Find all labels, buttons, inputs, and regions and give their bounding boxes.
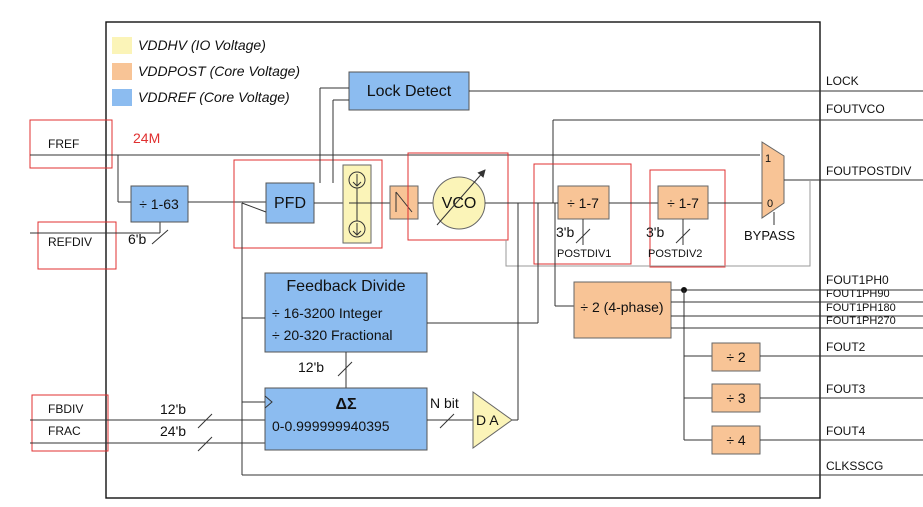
- postdiv1-bus-slash: [575, 228, 591, 244]
- legend-post-label: VDDPOST (Core Voltage): [138, 63, 300, 79]
- legend: VDDHV (IO Voltage) VDDPOST (Core Voltage…: [112, 37, 300, 106]
- cp-source-up-arrowhead: [352, 181, 362, 187]
- refdiv-highlight: [37, 221, 117, 270]
- postdiv2-bus-slash: [675, 228, 691, 244]
- output-fout1ph270-label: FOUT1PH270: [826, 315, 896, 327]
- output-labels: LOCK FOUTVCO FOUTPOSTDIV FOUT1PH0 FOUT1P…: [826, 74, 911, 473]
- fbdiv-bus-slash: [197, 413, 213, 429]
- refdiv-block-label: ÷ 1-63: [139, 196, 179, 212]
- output-fout3-label: FOUT3: [826, 382, 866, 396]
- postdiv1-highlight: [533, 163, 632, 265]
- refdiv-block: [130, 185, 189, 223]
- da-converter: [472, 391, 513, 449]
- postdiv2-name: POSTDIV2: [648, 248, 702, 260]
- legend-io-swatch: [112, 37, 132, 54]
- refdiv-label: REFDIV: [48, 235, 92, 249]
- feedback-divide-title: Feedback Divide: [286, 278, 405, 295]
- frac-bits: 24'b: [160, 423, 186, 439]
- feedback-divide-fractional: ÷ 20-320 Fractional: [272, 327, 393, 343]
- lock-detect-label: Lock Detect: [367, 83, 452, 100]
- fref-highlight: [29, 119, 113, 169]
- delta-sigma-block: [264, 387, 428, 451]
- output-fout4-label: FOUT4: [826, 424, 866, 438]
- output-clksscg-label: CLKSSCG: [826, 459, 883, 473]
- feedback-divide-block: [264, 272, 428, 353]
- refdiv-bits: 6'b: [128, 231, 146, 247]
- mux-input-0-label: 0: [767, 198, 773, 210]
- div4-block: [711, 425, 761, 455]
- mux-input-1-label: 1: [765, 153, 771, 165]
- pll-frame: [105, 21, 821, 499]
- legend-io-label: VDDHV (IO Voltage): [138, 37, 266, 53]
- postdiv2-highlight: [649, 169, 726, 268]
- da-label: D A: [476, 412, 499, 428]
- legend-ref-swatch: [112, 89, 132, 106]
- fref-label: FREF: [48, 137, 79, 151]
- fb-bus-slash: [337, 361, 353, 377]
- postdiv2-label: ÷ 1-7: [667, 195, 699, 211]
- fb-to-pfd-wire-in: [241, 202, 267, 213]
- ds-clock-indicator: [264, 395, 273, 409]
- vco-tune-arrow-icon: [436, 169, 486, 226]
- ds-bus-slash: [439, 413, 455, 429]
- div-4phase-block: [573, 281, 672, 339]
- output-foutvco-label: FOUTVCO: [826, 102, 885, 116]
- legend-ref-label: VDDREF (Core Voltage): [138, 89, 290, 105]
- pfd-cp-highlight: [233, 159, 383, 249]
- div4-label: ÷ 4: [726, 432, 746, 448]
- div-4phase-label: ÷ 2 (4-phase): [580, 299, 663, 315]
- bypass-mux: [761, 141, 785, 219]
- vco-label: VCO: [442, 195, 477, 212]
- output-fout1ph180-label: FOUT1PH180: [826, 302, 896, 314]
- refdiv-bus-slash: [151, 229, 169, 245]
- fb-bits: 12'b: [298, 359, 324, 375]
- fbdiv-bits: 12'b: [160, 401, 186, 417]
- div3-block: [711, 383, 761, 413]
- postdiv1-bits: 3'b: [556, 224, 574, 240]
- postdiv2-bits: 3'b: [646, 224, 664, 240]
- fref-frequency: 24M: [133, 130, 160, 146]
- legend-post-swatch: [112, 63, 132, 80]
- lock-detect-block: [348, 71, 470, 111]
- bypass-label: BYPASS: [744, 228, 795, 243]
- div2-label: ÷ 2: [726, 349, 746, 365]
- frac-label: FRAC: [48, 424, 81, 438]
- div2-block: [711, 342, 761, 372]
- fbdiv-label: FBDIV: [48, 402, 83, 416]
- div3-label: ÷ 3: [726, 390, 746, 406]
- cp-source-down-arrowhead: [352, 230, 362, 236]
- output-fout2-label: FOUT2: [826, 340, 866, 354]
- loop-filter-line-d: [395, 191, 413, 213]
- output-fout1ph90-label: FOUT1PH90: [826, 288, 890, 300]
- pfd-block: [265, 182, 315, 224]
- postdiv1-label: ÷ 1-7: [567, 195, 599, 211]
- output-lock-label: LOCK: [826, 74, 859, 88]
- pfd-label: PFD: [274, 195, 306, 212]
- ds-range: 0-0.999999940395: [272, 418, 390, 434]
- ds-title: ΔΣ: [335, 396, 357, 413]
- postdiv2-block: [657, 185, 709, 220]
- fbdiv-frac-highlight: [31, 394, 109, 452]
- frac-bus-slash: [197, 436, 213, 452]
- feedback-divide-integer: ÷ 16-3200 Integer: [272, 305, 383, 321]
- output-foutpostdiv-label: FOUTPOSTDIV: [826, 164, 911, 178]
- postdiv1-name: POSTDIV1: [557, 248, 611, 260]
- postdiv-region-outline: [505, 180, 811, 267]
- vco-highlight: [407, 152, 509, 241]
- output-fout1ph0-label: FOUT1PH0: [826, 273, 889, 287]
- n-bit-label: N bit: [430, 395, 459, 411]
